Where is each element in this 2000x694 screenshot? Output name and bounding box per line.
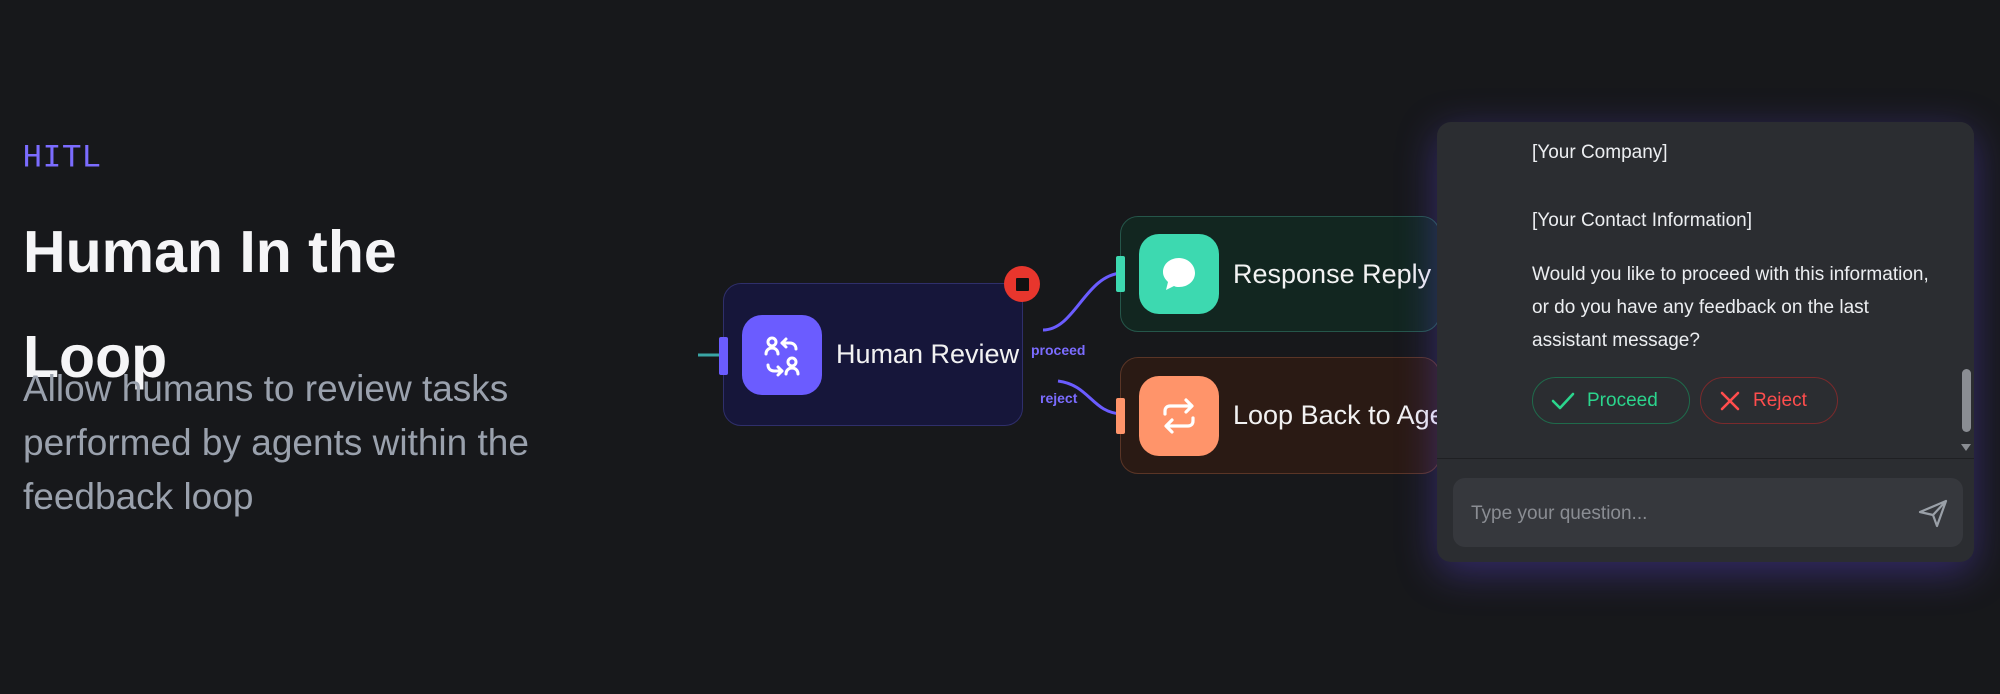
scrollbar-thumb[interactable]: [1962, 369, 1971, 432]
human-review-label: Human Review: [836, 339, 1020, 369]
loop-back-node[interactable]: Loop Back to Age: [1116, 357, 1445, 474]
message-scrollbar[interactable]: [1958, 122, 1974, 458]
reject-edge-label: reject: [1040, 390, 1078, 406]
stop-button[interactable]: [1004, 266, 1040, 302]
user-swap-icon: [742, 314, 822, 395]
hero-tag: HITL: [23, 140, 102, 175]
check-icon: [1551, 392, 1575, 409]
reject-edge: [1057, 379, 1123, 416]
chat-input[interactable]: [1469, 478, 1893, 549]
loop-back-label: Loop Back to Age: [1233, 400, 1445, 430]
reply-input-handle[interactable]: [1116, 256, 1125, 292]
chat-panel: [Your Company] [Your Contact Information…: [1437, 122, 1974, 562]
repeat-icon: [1139, 375, 1219, 456]
proceed-label: Proceed: [1587, 389, 1658, 411]
page-title: Human In the Loop: [23, 219, 397, 390]
stop-icon: [1015, 277, 1029, 291]
chat-bubble-icon: [1139, 234, 1219, 314]
loop-input-handle[interactable]: [1116, 398, 1125, 434]
send-icon[interactable]: [1917, 497, 1949, 529]
message-question: Would you like to proceed with this info…: [1532, 264, 1929, 351]
review-input-handle[interactable]: [719, 337, 728, 375]
response-reply-node[interactable]: Response Reply: [1116, 216, 1440, 332]
reject-button[interactable]: Reject: [1700, 377, 1838, 424]
close-icon: [1720, 391, 1740, 410]
human-review-node[interactable]: Human Review: [719, 283, 1023, 426]
proceed-button[interactable]: Proceed: [1532, 377, 1690, 424]
response-reply-label: Response Reply: [1233, 258, 1432, 289]
proceed-edge: [1042, 271, 1123, 332]
message-line-company: [Your Company]: [1532, 142, 1668, 163]
panel-divider: [1437, 458, 1974, 459]
scroll-down-arrow-icon[interactable]: [1961, 444, 1971, 451]
page-subtitle: Allow humans to review tasks performed b…: [23, 368, 529, 517]
proceed-edge-label: proceed: [1031, 342, 1086, 358]
reject-label: Reject: [1753, 389, 1807, 411]
message-line-contact: [Your Contact Information]: [1532, 210, 1753, 231]
chat-input-box[interactable]: [1453, 478, 1963, 549]
